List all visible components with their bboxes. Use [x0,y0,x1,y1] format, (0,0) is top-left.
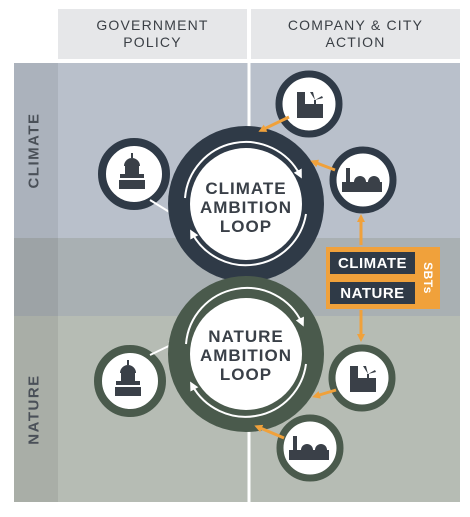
climate-action-arrow-mid [310,159,336,172]
climate-company-mid-node [329,146,397,214]
loop-label-line: CLIMATE [205,179,287,198]
sbts-tag-text: SBTs [421,262,436,294]
loop-label-line: AMBITION [199,346,293,365]
factory-wind-turbine-icon [350,366,376,392]
label-column-shade [14,63,58,502]
nature-company-mid-node [328,344,396,412]
row-label-text: CLIMATE [25,112,43,189]
loop-label-line: LOOP [219,365,273,384]
column-header-line: COMPANY & CITY [287,17,424,33]
capitol-building-icon [115,360,141,396]
climate-action-arrow-top [258,115,290,132]
factory-wind-turbine-icon [297,92,323,118]
sbts-tag: SBTs [417,250,439,306]
industrial-plant-icon [342,168,382,192]
column-header-government-policy: GOVERNMENT POLICY [58,9,247,59]
column-header-line: GOVERNMENT [96,17,209,33]
nature-loop-label: NATURE AMBITION LOOP [190,327,302,384]
nature-action-arrow-bottom [254,424,285,440]
nature-action-arrow-mid [312,388,337,399]
row-label-text: NATURE [25,373,43,445]
column-header-company-city-action: COMPANY & CITY ACTION [251,9,460,59]
column-header-line: POLICY [123,34,182,50]
climate-government-node [98,138,170,210]
loop-label-line: NATURE [208,327,284,346]
nature-company-bottom-node [276,414,344,482]
climate-company-top-node [275,70,343,138]
sbts-nature-label: NATURE [330,282,415,304]
nature-ambition-loop [168,276,324,432]
row-label-nature: NATURE [14,316,54,502]
loop-label-line: LOOP [219,217,273,236]
row-label-climate: CLIMATE [14,63,54,238]
column-header-line: ACTION [325,34,386,50]
loop-label-line: AMBITION [199,198,293,217]
sbts-climate-label: CLIMATE [330,252,415,274]
industrial-plant-icon [289,436,329,460]
climate-loop-label: CLIMATE AMBITION LOOP [190,179,302,236]
capitol-building-icon [119,153,145,189]
nature-government-node [94,345,166,417]
climate-ambition-loop [168,126,324,282]
